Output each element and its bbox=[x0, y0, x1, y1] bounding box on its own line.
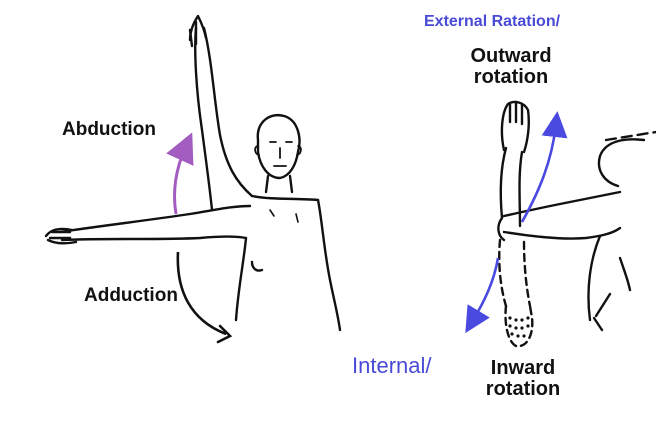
abduction-label: Abduction bbox=[62, 119, 156, 140]
external-rotation-label: External Ratation/ bbox=[424, 13, 561, 30]
internal-rotation-arrow-icon bbox=[465, 257, 500, 334]
outward-line2: rotation bbox=[473, 66, 549, 88]
outward-line1: Outward bbox=[470, 45, 552, 67]
adduction-label: Adduction bbox=[84, 285, 178, 306]
outward-rotation-label: Outward rotation bbox=[456, 46, 566, 88]
inward-line2: rotation bbox=[485, 378, 561, 400]
inward-rotation-label: Inward rotation bbox=[468, 358, 578, 400]
arm-abduction-figure-icon bbox=[44, 14, 342, 332]
adduction-arrowhead-icon bbox=[216, 324, 233, 344]
adduction-arrow-icon bbox=[176, 251, 227, 336]
inward-line1: Inward bbox=[490, 357, 556, 379]
external-rotation-arrow-icon bbox=[520, 111, 568, 223]
abduction-arrow-icon bbox=[166, 132, 194, 215]
internal-rotation-label: Internal/ bbox=[352, 353, 432, 378]
arm-rotation-figure-icon bbox=[497, 100, 656, 348]
